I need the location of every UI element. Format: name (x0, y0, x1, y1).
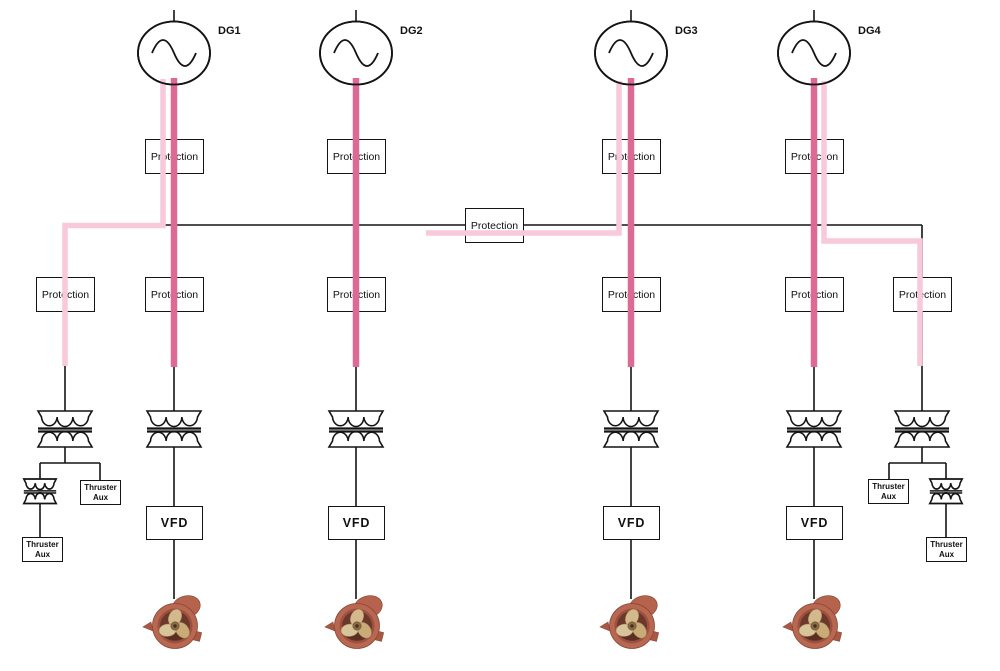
generator-label-dg2: DG2 (400, 25, 423, 37)
protection-box-dg2: Protection (327, 139, 386, 174)
transformer-icon (327, 409, 385, 449)
generator-icon (319, 20, 393, 86)
thruster-aux-box-port-lower: Thruster Aux (22, 537, 63, 562)
aux-transformer-icon (928, 478, 964, 505)
generator-label-dg4: DG4 (858, 25, 881, 37)
protection-box-feeder-2: Protection (327, 277, 386, 312)
protection-box-feeder-3: Protection (602, 277, 661, 312)
thruster-icon (324, 591, 386, 649)
protection-box-port-aux: Protection (36, 277, 95, 312)
protection-box-stbd-aux: Protection (893, 277, 952, 312)
generator-icon (594, 20, 668, 86)
protection-box-dg4: Protection (785, 139, 844, 174)
thruster-aux-box-stbd-upper: Thruster Aux (868, 479, 909, 504)
thruster-aux-box-stbd-lower: Thruster Aux (926, 537, 967, 562)
aux-transformer-icon (22, 478, 58, 505)
transformer-icon (893, 409, 951, 449)
vfd-box-2: VFD (328, 506, 385, 540)
transformer-icon (145, 409, 203, 449)
aux-branch-lines (39, 447, 947, 537)
thruster-icon (599, 591, 661, 649)
vfd-box-4: VFD (786, 506, 843, 540)
protection-box-dg1: Protection (145, 139, 204, 174)
thruster-icon (142, 591, 204, 649)
protection-box-dg3: Protection (602, 139, 661, 174)
protection-box-feeder-4: Protection (785, 277, 844, 312)
thruster-icon (782, 591, 844, 649)
protection-box-bus-tie: Protection (465, 208, 524, 243)
generator-label-dg3: DG3 (675, 25, 698, 37)
transformer-icon (602, 409, 660, 449)
protection-box-feeder-1: Protection (145, 277, 204, 312)
feeder-lines (173, 84, 815, 599)
transformer-icon (36, 409, 94, 449)
generator-label-dg1: DG1 (218, 25, 241, 37)
generator-icon (137, 20, 211, 86)
generator-tick-lines (173, 10, 815, 22)
vfd-box-3: VFD (603, 506, 660, 540)
transformer-icon (785, 409, 843, 449)
vfd-box-1: VFD (146, 506, 203, 540)
bus-line (64, 224, 923, 411)
generator-icon (777, 20, 851, 86)
thruster-aux-box-port-upper: Thruster Aux (80, 480, 121, 505)
